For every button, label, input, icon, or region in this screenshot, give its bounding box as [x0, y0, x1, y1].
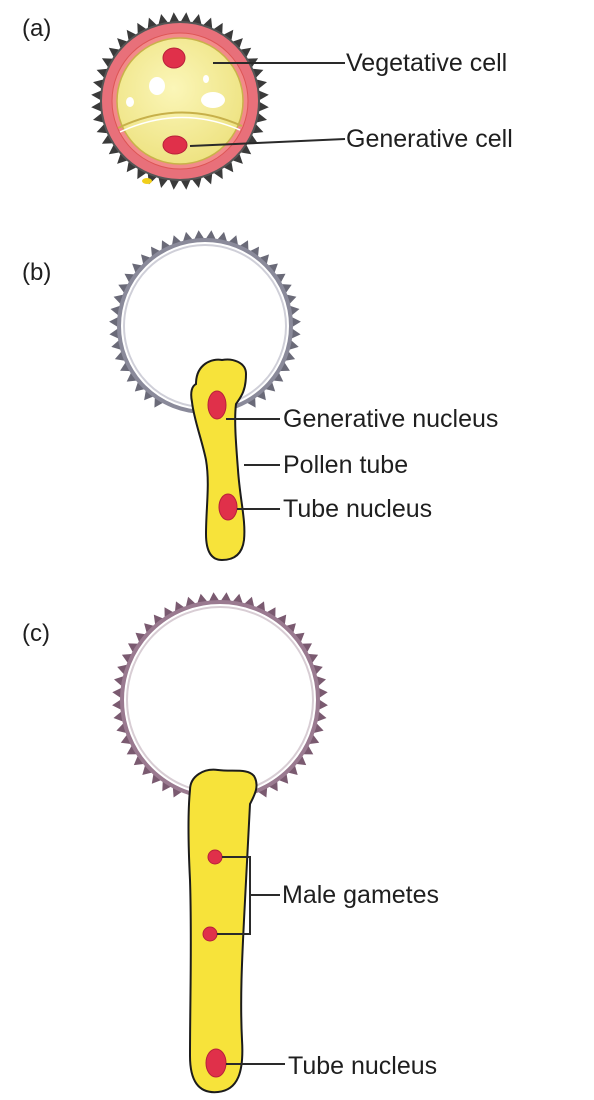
pollen-tube-b: [191, 360, 246, 560]
label-generative-cell: Generative cell: [346, 125, 513, 153]
label-male-gametes: Male gametes: [282, 881, 439, 909]
panel-c: (c) Male gametes Tube nucleus: [22, 592, 439, 1092]
pollen-grain-a: [91, 12, 269, 190]
panel-a-label: (a): [22, 15, 51, 42]
male-gamete-2: [203, 927, 217, 941]
generative-nucleus-b: [208, 391, 226, 419]
label-pollen-tube: Pollen tube: [283, 451, 408, 479]
vacuole-2: [201, 92, 225, 108]
vacuole-4: [203, 75, 209, 83]
pollen-tube-c: [189, 770, 257, 1092]
germ-pore-a: [142, 178, 152, 184]
vacuole-1: [149, 77, 165, 95]
panel-a: (a) Vegetative cell Generative cell: [22, 12, 513, 190]
panel-b: (b) Generative nucleus Pollen tube Tube …: [22, 230, 498, 560]
tube-nucleus-c: [206, 1049, 226, 1077]
vacuole-3: [126, 97, 134, 107]
pollen-grain-c: [112, 592, 328, 798]
tube-nucleus-b: [219, 494, 237, 520]
exine-inner-c: [127, 607, 313, 793]
vegetative-nucleus: [163, 48, 185, 68]
label-vegetative-cell: Vegetative cell: [346, 49, 507, 77]
panel-b-label: (b): [22, 259, 51, 286]
panel-c-label: (c): [22, 620, 50, 647]
label-generative-nucleus: Generative nucleus: [283, 405, 498, 433]
generative-nucleus-a: [163, 136, 187, 154]
label-tube-nucleus-c: Tube nucleus: [288, 1052, 437, 1080]
label-tube-nucleus-b: Tube nucleus: [283, 495, 432, 523]
male-gamete-1: [208, 850, 222, 864]
